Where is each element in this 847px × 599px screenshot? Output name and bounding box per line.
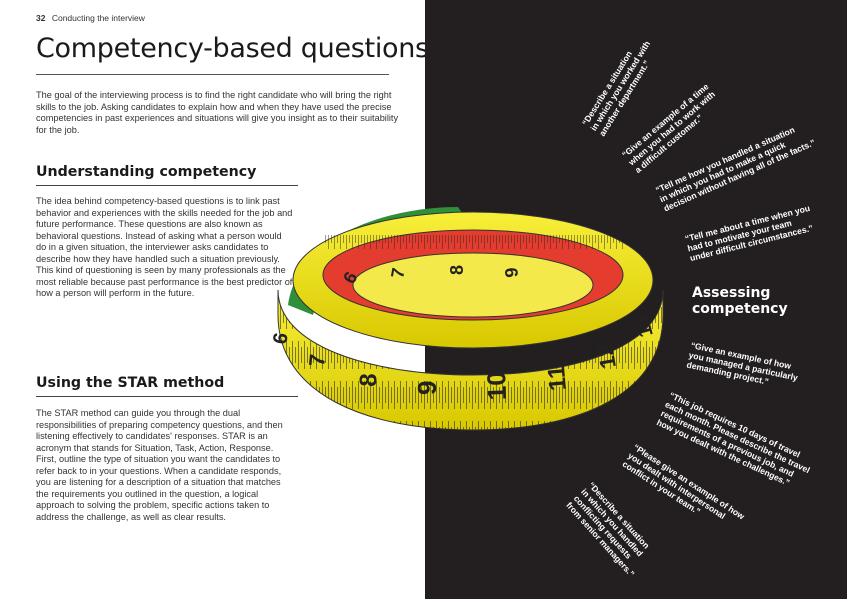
tape-outer-number: 8 bbox=[355, 373, 382, 387]
tape-inner-number: 8 bbox=[447, 265, 467, 275]
running-head-section: Conducting the interview bbox=[51, 13, 145, 23]
page-title: Competency-based questions bbox=[36, 33, 429, 64]
title-rule bbox=[36, 74, 389, 75]
tape-inner-number: 9 bbox=[501, 267, 522, 279]
heading-star-method: Using the STAR method bbox=[36, 375, 225, 391]
tape-outer-number: 9 bbox=[412, 381, 442, 395]
intro-paragraph: The goal of the interviewing process is … bbox=[36, 90, 399, 135]
star-paragraph: The STAR method can guide you through th… bbox=[36, 408, 283, 522]
heading-rule bbox=[36, 185, 298, 186]
page-number: 32 bbox=[36, 13, 46, 23]
tape-outer-number: 11 bbox=[543, 364, 572, 392]
heading-understanding-competency: Understanding competency bbox=[36, 164, 257, 180]
tape-measure-image: 6 7 8 9 6 7 8 9 10 11 12 13 bbox=[269, 207, 664, 431]
tape-outer-number: 10 bbox=[481, 371, 512, 401]
tape-outer-number: 12 bbox=[592, 342, 621, 370]
heading-rule bbox=[36, 396, 298, 397]
tape-outer-number: 6 bbox=[269, 331, 293, 346]
tape-outer-number: 13 bbox=[631, 312, 658, 339]
understanding-paragraph: The idea behind competency-based questio… bbox=[36, 196, 293, 298]
tape-inner-hole bbox=[352, 252, 594, 318]
assessing-competency-heading: Assessing competency bbox=[692, 285, 788, 317]
tape-outer-number: 7 bbox=[304, 353, 330, 367]
tape-inner-number: 7 bbox=[387, 266, 408, 279]
running-head: 32 Conducting the interview bbox=[36, 13, 145, 23]
